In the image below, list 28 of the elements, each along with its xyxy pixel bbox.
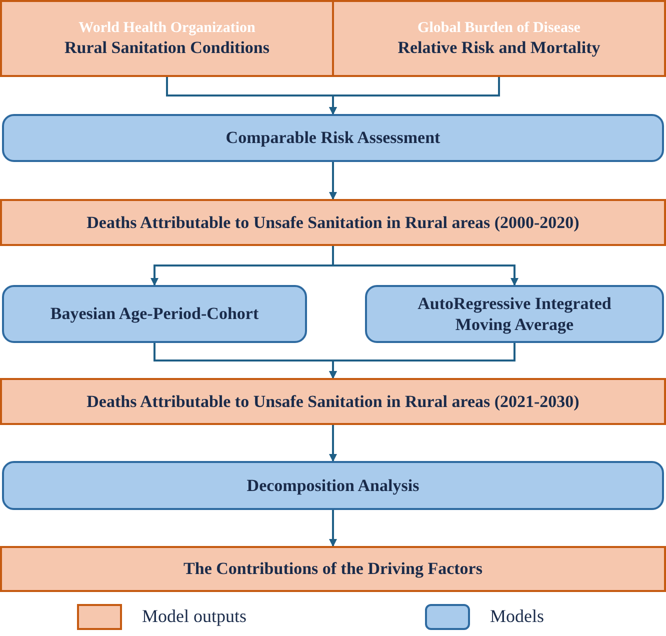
node-label: Deaths Attributable to Unsafe Sanitation in Rural areas (2021-2030) (86, 390, 580, 412)
arrow (329, 343, 516, 379)
model-box (365, 285, 664, 343)
arrow (329, 510, 337, 547)
source-label: Global Burden of Disease (418, 18, 580, 38)
legend-label: Model outputs (141, 605, 248, 628)
node-label: AutoRegressive Integrated Moving Average (416, 292, 612, 336)
arrow (329, 425, 337, 462)
output-box (332, 0, 666, 77)
arrow (329, 77, 500, 115)
node-label: The Contributions of the Driving Factors (184, 558, 482, 580)
node-label: Comparable Risk Assessment (226, 127, 440, 149)
model-box (2, 285, 307, 343)
model-box (2, 114, 664, 162)
output-box (0, 378, 666, 425)
legend-label: Models (489, 605, 545, 628)
node-label: Decomposition Analysis (246, 474, 420, 496)
arrow (329, 162, 337, 200)
node-label: Rural Sanitation Conditions (64, 37, 270, 58)
source-label: World Health Organization (78, 18, 256, 38)
arrow (332, 246, 518, 286)
output-box (0, 0, 334, 77)
model-box (2, 461, 664, 510)
output-box (0, 546, 666, 592)
node-label: Relative Risk and Mortality (398, 37, 600, 58)
node-label: Deaths Attributable to Unsafe Sanitation in Rural areas (2000-2020) (86, 212, 580, 234)
output-box (0, 199, 666, 246)
node-label: Bayesian Age-Period-Cohort (50, 303, 259, 325)
